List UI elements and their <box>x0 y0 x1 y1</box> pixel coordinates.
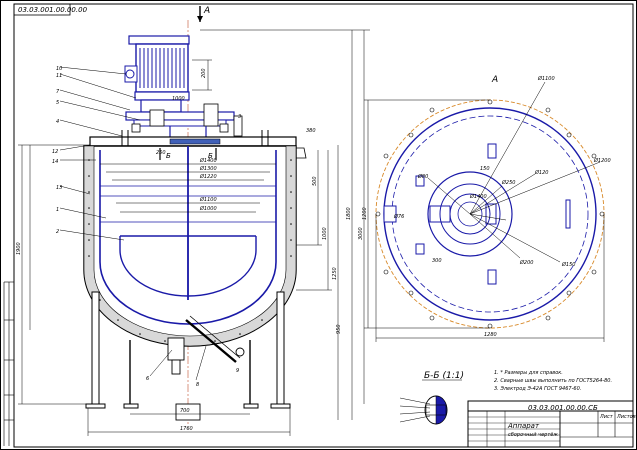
side-1-dim: 500 <box>312 176 318 186</box>
title-block: 03.03.001.00.00.СБ Аппарат сборочный чер… <box>467 400 636 448</box>
callout-12: 12 <box>52 149 58 155</box>
technical-notes: 1. * Размеры для справок. 2. Сварные швы… <box>494 370 612 392</box>
overall-width-dim: 1760 <box>180 426 193 432</box>
section-title: Б-Б (1:1) <box>424 371 464 381</box>
base-dim: 700 <box>180 408 190 414</box>
dia-1-dim: Ø1400 <box>199 157 217 164</box>
plan-bolts <box>375 99 605 329</box>
note-2: 2. Сварные швы выполнить по ГОСТ5264-80. <box>494 378 612 384</box>
height-2-dim: 1000 <box>322 227 328 240</box>
right-dims: 500 1000 1250 1800 3000 380 250 950 <box>156 29 370 420</box>
support-legs <box>85 291 291 421</box>
callout-10: 10 <box>56 66 62 72</box>
dia-4-dim: Ø1100 <box>199 196 217 203</box>
dia-5-dim: Ø1000 <box>199 205 217 212</box>
plan-d-small: Ø80 <box>417 173 428 180</box>
height-4-dim: 1250 <box>332 267 338 280</box>
title-name-2: сборочный чертёж <box>508 432 558 438</box>
section-mark-right: Б <box>208 152 213 160</box>
height-3-dim: 950 <box>336 324 342 334</box>
internal-dims: Ø1400 Ø1300 Ø1220 Ø1100 Ø1000 <box>100 157 276 213</box>
side-2-dim: 380 <box>306 128 316 134</box>
callout-13: 13 <box>56 185 62 191</box>
callout-8: 8 <box>196 382 199 388</box>
drive-assembly: 1000 <box>125 96 235 142</box>
plan-height: 1200 <box>362 207 368 220</box>
plan-leaders <box>427 81 601 263</box>
drawing-frame <box>13 3 634 448</box>
callout-2: 2 <box>56 229 59 235</box>
sheet-label: Лист <box>599 414 614 420</box>
plan-d-d: Ø1400 <box>469 193 487 200</box>
insulation-layer <box>83 145 297 347</box>
bottom-outlet <box>167 315 245 375</box>
callout-14: 14 <box>52 159 58 165</box>
callout-6: 6 <box>146 376 149 382</box>
plan-r-inner: 300 <box>432 258 442 264</box>
plan-d-b: Ø150 <box>561 261 575 268</box>
dia-3-dim: Ø1220 <box>199 173 217 180</box>
callout-11: 11 <box>56 73 62 79</box>
bottom-dims: 1760 700 <box>87 408 291 436</box>
plan-side: Ø76 <box>393 213 404 220</box>
code-box <box>13 3 71 16</box>
title-code: 03.03.001.00.00.СБ <box>528 404 598 412</box>
callout-1: 1 <box>56 207 59 213</box>
binding-strip <box>3 281 14 446</box>
note-3: 3. Электрод Э-42А ГОСТ 9467-60. <box>494 386 581 392</box>
left-dims: 1900 <box>16 144 90 405</box>
top-width-dim: 1000 <box>172 96 185 102</box>
section-b-b: Б-Б (1:1) <box>399 371 464 425</box>
motor-height-dim: 200 <box>201 68 207 78</box>
right-height-dim: 3000 <box>358 227 364 240</box>
view-a-title: А <box>491 75 498 85</box>
plan-d-mid: Ø1200 <box>593 157 611 164</box>
sheets-label: Листов <box>616 414 636 420</box>
electric-motor <box>124 35 190 113</box>
overall-height-dim: 1900 <box>16 242 22 255</box>
callout-5: 5 <box>56 100 59 106</box>
section-mark-left: Б <box>166 152 171 160</box>
height-5-dim: 1800 <box>346 207 352 220</box>
doc-code-top: 03.03.001.00.00.00 <box>18 6 88 14</box>
callout-3: 3 <box>238 114 241 120</box>
callout-7: 7 <box>56 89 60 95</box>
plan-d-ring: Ø120 <box>534 169 548 176</box>
front-view: А 200 <box>16 6 370 436</box>
plan-d-outer: Ø1100 <box>537 75 555 82</box>
plan-view-a: А <box>362 75 611 342</box>
plan-d-a: Ø200 <box>519 259 533 266</box>
title-name-1: Аппарат <box>507 422 540 430</box>
side-3-dim: 250 <box>156 150 166 156</box>
plan-offset: 150 <box>480 166 490 172</box>
callout-9: 9 <box>236 368 239 374</box>
plan-d-c: Ø250 <box>501 179 515 186</box>
callout-4: 4 <box>56 119 59 125</box>
view-a-marker: А <box>203 6 210 16</box>
dia-2-dim: Ø1300 <box>199 165 217 172</box>
plan-width: 1280 <box>484 332 497 338</box>
callout-leaders <box>59 66 207 381</box>
note-1: 1. * Размеры для справок. <box>494 370 563 376</box>
